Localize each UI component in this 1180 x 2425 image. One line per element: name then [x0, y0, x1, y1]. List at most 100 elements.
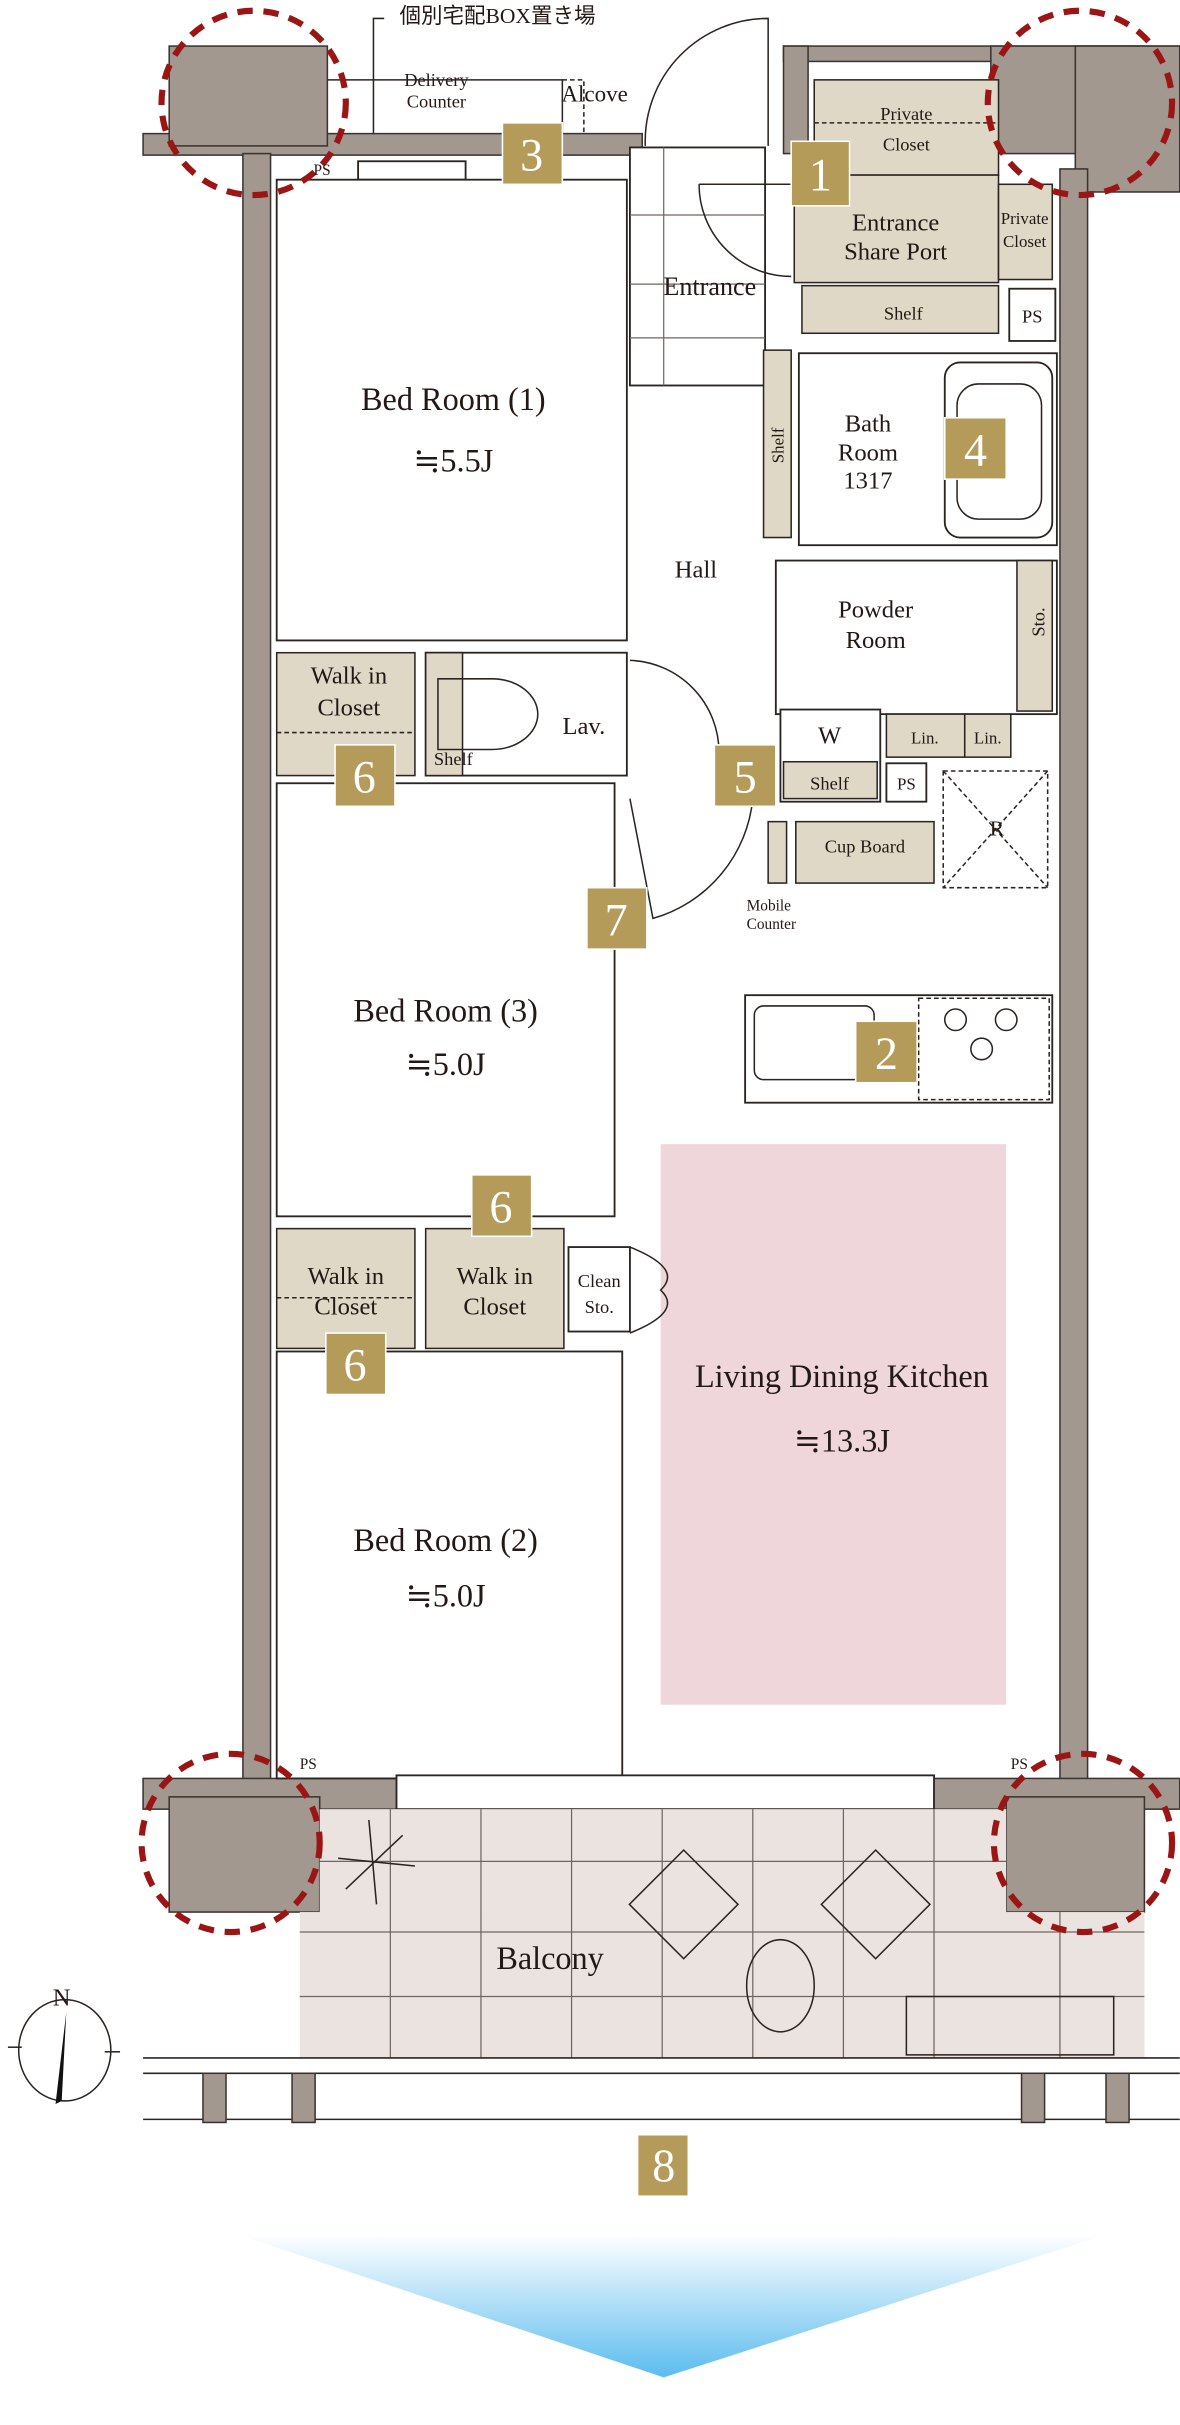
svg-text:2: 2	[875, 1028, 898, 1079]
powder-room-label: Powder	[838, 596, 913, 623]
alcove-label: Alcove	[561, 80, 627, 106]
front-door[interactable]	[644, 17, 769, 146]
storage-label: Sto.	[1029, 607, 1049, 636]
shelf	[762, 349, 792, 539]
bed-room-2-label: Bed Room (2)	[353, 1522, 538, 1558]
bath-room-label: Bath	[845, 411, 891, 438]
entrance-label: Entrance	[663, 272, 756, 301]
shelf-label: Shelf	[810, 773, 850, 793]
cup-board	[795, 820, 935, 884]
mobile-counter-label-2: Counter	[747, 916, 796, 933]
badge-2[interactable]: 2	[854, 1020, 918, 1084]
clean-storage-label-2: Sto.	[585, 1297, 614, 1317]
svg-text:7: 7	[605, 894, 628, 945]
bed-room-3	[275, 782, 616, 1218]
clean-storage	[567, 1246, 631, 1333]
clean-storage-label: Clean	[578, 1271, 621, 1291]
share-port-label: Entrance	[852, 209, 939, 236]
svg-text:4: 4	[964, 424, 987, 475]
view-direction: VIEW	[238, 2234, 1107, 2425]
ps-label: PS	[314, 162, 331, 179]
bed-room-3-label: Bed Room (3)	[353, 992, 538, 1028]
lav-label: Lav.	[562, 713, 605, 740]
plant-icon	[338, 1819, 415, 1905]
balcony-railing	[143, 2057, 1180, 2124]
svg-text:6: 6	[489, 1181, 512, 1232]
linen-label-2: Lin.	[974, 728, 1002, 747]
compass-icon: N	[7, 1985, 121, 2105]
cup-board-label: Cup Board	[825, 836, 905, 856]
svg-text:6: 6	[353, 751, 376, 802]
table-icon	[745, 1938, 815, 2033]
highlight-circle	[984, 7, 1176, 199]
walk-in-closet-label: Walk in	[311, 662, 387, 689]
badge-6[interactable]: 6	[334, 744, 396, 808]
linen-label: Lin.	[911, 728, 939, 747]
walk-in-closet-label: Walk in	[457, 1263, 533, 1290]
toilet-icon	[437, 678, 539, 751]
share-port-label-2: Share Port	[844, 239, 947, 266]
fridge-space: R	[942, 770, 1049, 889]
washer-label: W	[818, 722, 842, 749]
planter-icon	[905, 1995, 1115, 2056]
bath-room-number: 1317	[843, 467, 892, 494]
badge-1[interactable]: 1	[790, 140, 851, 207]
svg-text:5: 5	[734, 751, 757, 802]
delivery-counter-label-2: Counter	[407, 92, 466, 112]
fridge-label: R	[990, 816, 1005, 840]
ps-label: PS	[1022, 307, 1042, 327]
bed-room-1	[275, 178, 628, 642]
highlight-circle	[990, 1750, 1176, 1936]
walk-in-closet-2	[275, 1227, 416, 1350]
delivery-box-jp-label: 個別宅配BOX置き場	[400, 4, 596, 28]
ps-label: PS	[1011, 1756, 1028, 1773]
bath-room-label-2: Room	[838, 440, 898, 467]
burner-icon	[943, 1008, 1018, 1061]
walk-in-closet-label-2: Closet	[314, 1294, 377, 1321]
powder-room	[774, 559, 1058, 716]
walls	[142, 45, 1180, 1913]
ps-labels: PS PS PS PS PS	[300, 162, 1043, 1773]
balcony-label: Balcony	[496, 1940, 603, 1976]
badge-4[interactable]: 4	[943, 416, 1007, 480]
ps-label: PS	[300, 1756, 317, 1773]
svg-text:8: 8	[652, 2140, 675, 2191]
entrance-area	[629, 146, 767, 387]
view-label: VIEW	[531, 2368, 797, 2425]
badge-5[interactable]: 5	[713, 744, 777, 808]
badge-7[interactable]: 7	[586, 886, 648, 950]
hall-label: Hall	[675, 556, 717, 583]
bed-room-1-label: Bed Room (1)	[361, 381, 546, 417]
bed-room-3-size: ≒5.0J	[406, 1046, 486, 1082]
shelf-label: Shelf	[884, 303, 924, 323]
walk-in-closet-label: Walk in	[308, 1263, 384, 1290]
compass-north-label: N	[53, 1985, 71, 2012]
walk-in-closet-label-2: Closet	[463, 1294, 526, 1321]
chair-icon	[628, 1848, 740, 1960]
stove	[917, 997, 1050, 1101]
badge-6[interactable]: 6	[470, 1174, 533, 1238]
private-closet-label: Private	[880, 104, 932, 124]
balcony	[299, 1809, 1145, 2058]
mobile-counter-label: Mobile	[747, 898, 792, 915]
bed-room-2	[275, 1350, 624, 1780]
svg-text:3: 3	[520, 129, 543, 180]
private-closet-side-label: Private	[1001, 209, 1049, 228]
balcony-window	[395, 1774, 935, 1811]
svg-text:1: 1	[809, 149, 832, 200]
private-closet-label-2: Closet	[883, 135, 930, 155]
private-closet-side-label-2: Closet	[1003, 232, 1046, 251]
badge-6[interactable]: 6	[325, 1332, 387, 1396]
badge-8[interactable]: 8	[636, 2133, 690, 2197]
badge-3[interactable]: 3	[501, 122, 564, 186]
bed-room-1-size: ≒5.5J	[413, 442, 493, 478]
ps-label: PS	[897, 774, 916, 793]
svg-text:6: 6	[344, 1340, 367, 1391]
powder-room-label-2: Room	[846, 627, 906, 654]
entrance-share-port: Private Closet Entrance Share Port Priva…	[793, 79, 1057, 342]
shelf-label: Shelf	[434, 749, 474, 769]
walk-in-closet-label-2: Closet	[317, 695, 380, 722]
bed-room-2-size: ≒5.0J	[406, 1577, 486, 1613]
highlight-circle	[158, 7, 349, 199]
